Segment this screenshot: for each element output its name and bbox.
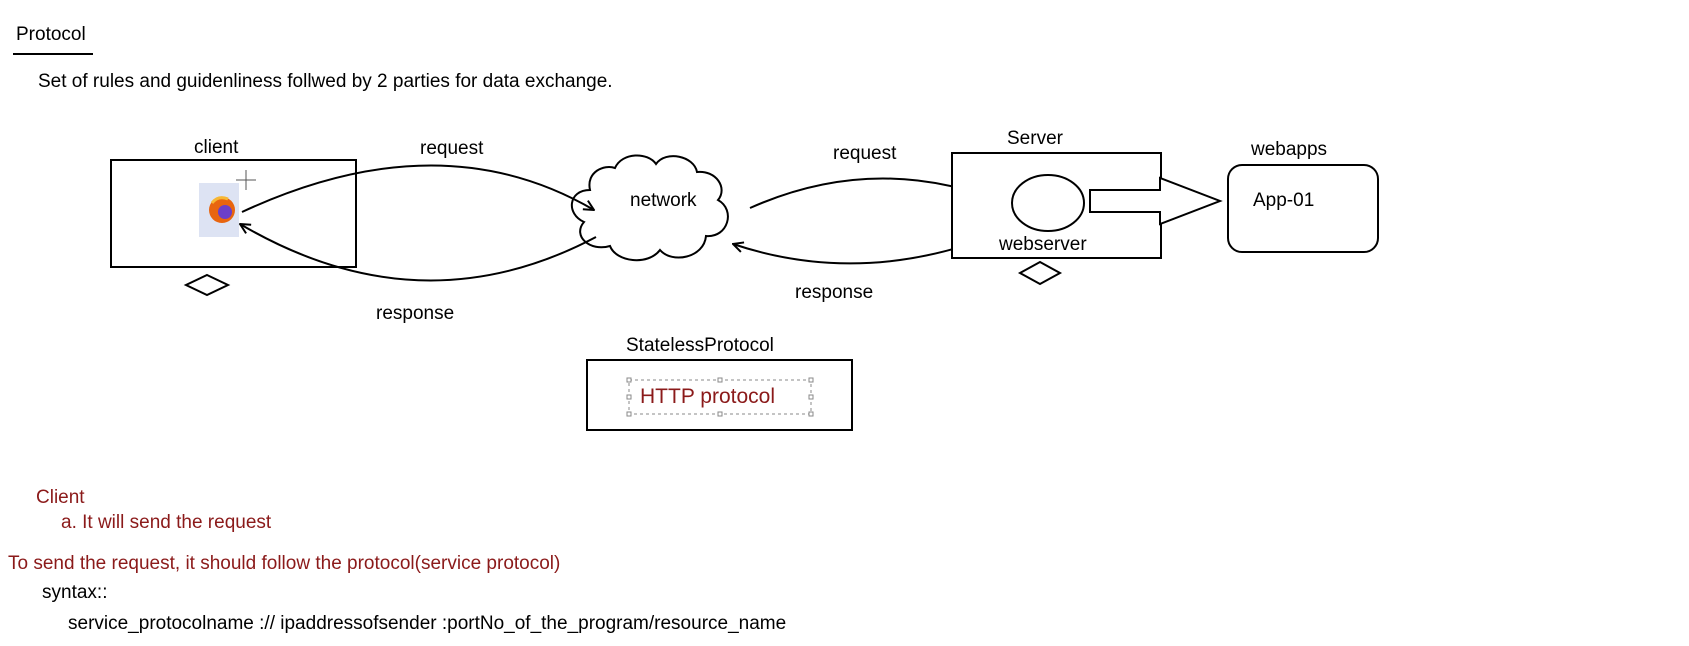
client-port-diamond xyxy=(183,273,231,297)
title-underline xyxy=(13,53,93,55)
deploy-block-arrow xyxy=(1089,176,1223,226)
response-label-left: response xyxy=(376,303,454,324)
firefox-icon xyxy=(199,183,239,237)
response-arrow-left xyxy=(240,224,597,282)
cursor-crosshair-icon xyxy=(236,170,256,190)
request-arrow-left xyxy=(241,164,594,213)
protocol-note: To send the request, it should follow th… xyxy=(8,553,561,574)
client-heading: Client xyxy=(36,487,85,508)
protocol-definition: Set of rules and guidenliness follwed by… xyxy=(38,71,613,92)
page-title: Protocol xyxy=(16,24,86,45)
webapps-box xyxy=(1227,164,1379,253)
server-port-diamond xyxy=(1017,260,1063,286)
app-label: App-01 xyxy=(1253,190,1314,211)
syntax-label: syntax:: xyxy=(42,582,108,603)
request-label-right: request xyxy=(833,143,897,164)
webserver-label: webserver xyxy=(998,234,1087,255)
request-label-left: request xyxy=(420,138,484,159)
response-label-right: response xyxy=(795,282,873,303)
client-label: client xyxy=(194,137,239,158)
syntax-value: service_protocolname :// ipaddressofsend… xyxy=(68,613,787,634)
webserver-ellipse xyxy=(1011,174,1085,232)
stateless-protocol-label: StatelessProtocol xyxy=(626,335,774,356)
webapps-label: webapps xyxy=(1250,139,1327,160)
network-cloud xyxy=(570,154,729,262)
server-label: Server xyxy=(1007,128,1064,149)
http-selection-frame xyxy=(626,377,814,417)
http-protocol-label[interactable]: HTTP protocol xyxy=(640,385,775,408)
network-label: network xyxy=(630,190,697,211)
client-point: a. It will send the request xyxy=(61,512,272,533)
